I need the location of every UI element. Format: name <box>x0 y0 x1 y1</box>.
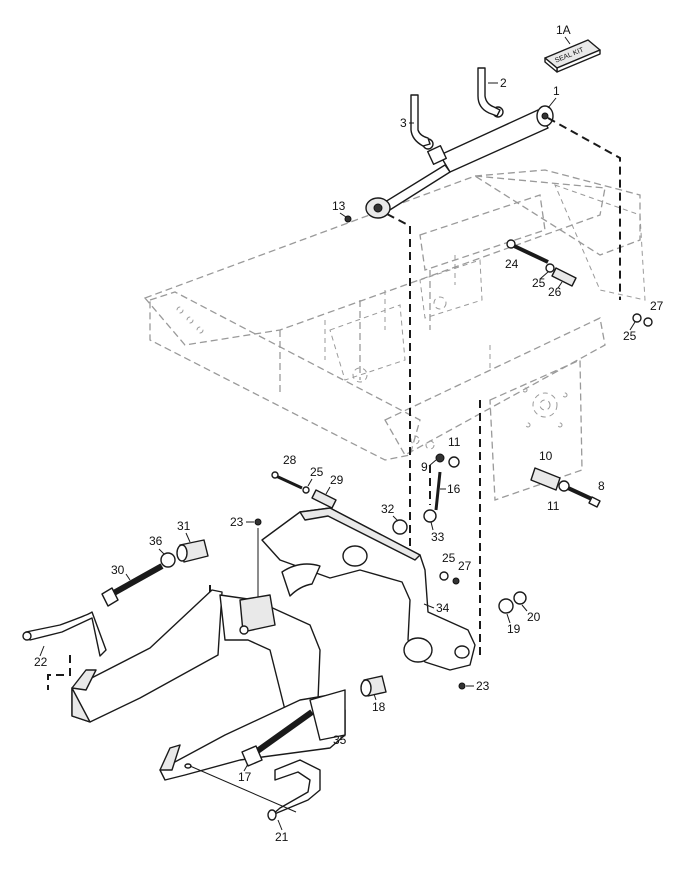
lift-arm-upper <box>71 589 321 723</box>
callout-35: 35 <box>333 733 347 747</box>
lift-arm-lower-35 <box>159 689 346 781</box>
callout-1: 1 <box>553 84 560 98</box>
callout-27b: 27 <box>458 559 472 573</box>
pin-22 <box>22 611 107 657</box>
callout-25b: 25 <box>623 329 637 343</box>
hydraulic-cylinder <box>365 105 554 219</box>
bolt-28 <box>271 471 303 490</box>
callout-27a: 27 <box>650 299 664 313</box>
bushing-18 <box>360 675 387 697</box>
pin-21 <box>267 759 321 821</box>
callout-19: 19 <box>507 622 521 636</box>
washer-11-upper <box>448 456 460 468</box>
washer-25-right <box>632 313 642 323</box>
callout-1A: 1A <box>556 23 571 37</box>
callout-29: 29 <box>330 473 344 487</box>
callout-25d: 25 <box>442 551 456 565</box>
bolt-8 <box>567 486 601 508</box>
nut-13 <box>344 215 352 223</box>
bolt-24 <box>506 239 549 264</box>
washer-19 <box>498 598 514 614</box>
callout-25c: 25 <box>310 465 324 479</box>
callout-32: 32 <box>381 502 395 516</box>
washer-11-lower <box>558 480 570 492</box>
callout-23b: 23 <box>476 679 490 693</box>
nut-20 <box>513 591 527 605</box>
grease-fitting-23-lower <box>458 682 466 690</box>
nut-33 <box>423 509 437 523</box>
callout-26: 26 <box>548 285 562 299</box>
callout-24: 24 <box>505 257 519 271</box>
callout-33: 33 <box>431 530 445 544</box>
hydraulic-hose-3 <box>410 94 431 147</box>
bolt-17 <box>241 709 314 767</box>
callout-30: 30 <box>111 563 125 577</box>
callout-22: 22 <box>34 655 48 669</box>
pin-16 <box>434 471 442 511</box>
nut-27-mid <box>452 577 460 585</box>
callout-20: 20 <box>527 610 541 624</box>
callout-9: 9 <box>421 460 428 474</box>
callout-28: 28 <box>283 453 297 467</box>
tractor-frame-phantom <box>143 169 646 501</box>
callout-21: 21 <box>275 830 289 844</box>
nut-27-right <box>643 317 653 327</box>
callout-17: 17 <box>238 770 252 784</box>
washer-36 <box>160 552 176 568</box>
mounting-bracket-34 <box>261 507 476 671</box>
spacer-29 <box>311 489 337 509</box>
callout-11b: 11 <box>547 499 560 513</box>
bushing-31 <box>176 539 209 563</box>
callout-8: 8 <box>598 479 605 493</box>
spacer-26 <box>551 267 577 287</box>
callout-23a: 23 <box>230 515 244 529</box>
grease-fitting-23-upper <box>254 518 262 526</box>
callout-11a: 11 <box>448 435 461 449</box>
part-callouts: 1 2 3 13 24 25 26 27 25 11 9 10 8 11 16 … <box>34 76 664 844</box>
seal-kit-package: SEAL KIT <box>544 39 601 73</box>
bushing-10 <box>530 467 561 491</box>
callout-34: 34 <box>436 601 450 615</box>
callout-10: 10 <box>539 449 553 463</box>
nut-9 <box>435 453 445 463</box>
callout-13: 13 <box>332 199 346 213</box>
hydraulic-hose-2 <box>477 67 501 117</box>
washer-25-upper <box>545 263 555 273</box>
washer-32 <box>392 519 408 535</box>
callout-3: 3 <box>400 116 407 130</box>
callout-25a: 25 <box>532 276 546 290</box>
callout-31: 31 <box>177 519 191 533</box>
callout-18: 18 <box>372 700 386 714</box>
bolt-30 <box>101 563 164 607</box>
washer-25-left <box>302 486 310 494</box>
callout-16: 16 <box>447 482 461 496</box>
callout-36: 36 <box>149 534 163 548</box>
washer-25-mid <box>439 571 449 581</box>
callout-2: 2 <box>500 76 507 90</box>
